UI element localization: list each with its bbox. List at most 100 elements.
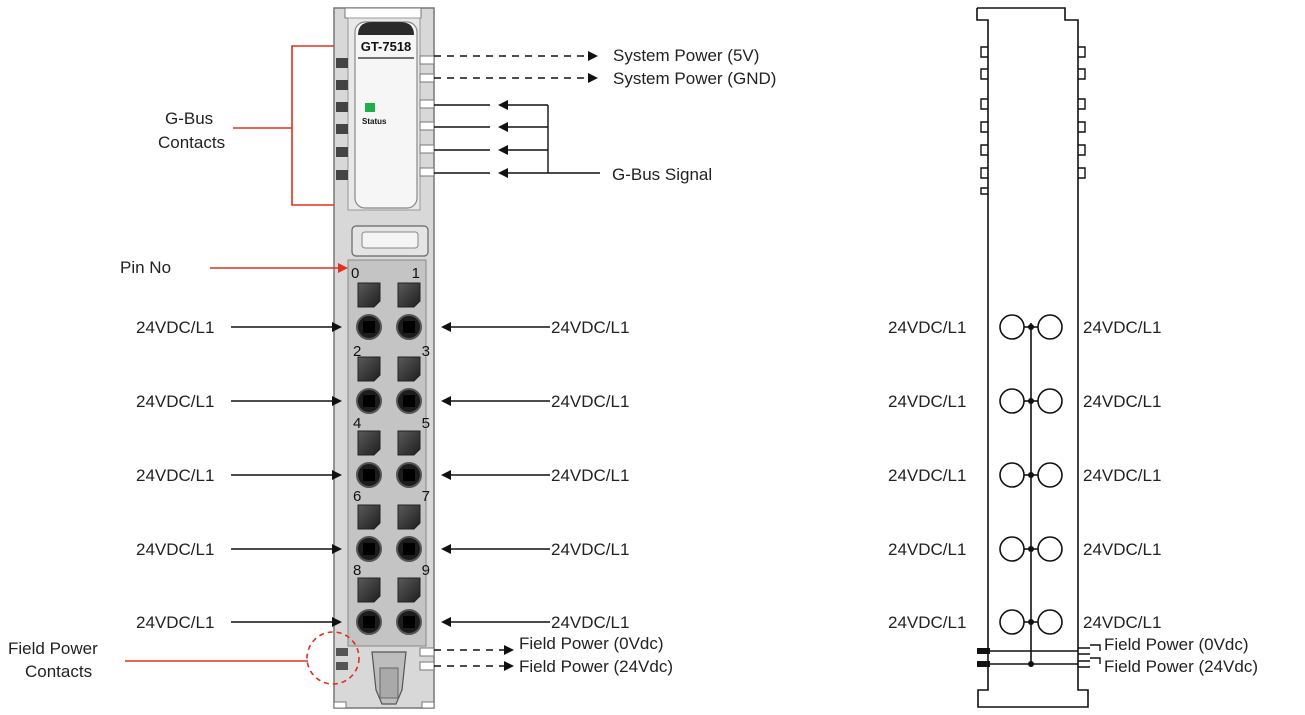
pin-number-7: 7 (422, 488, 430, 505)
terminal-row-right-label-0: 24VDC/L1 (551, 318, 629, 337)
schematic-row-right-label-2: 24VDC/L1 (1083, 466, 1161, 485)
gbus-contacts-bracket (291, 45, 334, 206)
release-opening-2-0 (357, 430, 381, 456)
terminal-row-right-label-4: 24VDC/L1 (551, 613, 629, 632)
terminal-screw-0-1 (403, 321, 415, 333)
release-opening-3-1 (397, 504, 421, 530)
schematic-terminal-left-0 (999, 314, 1025, 340)
schematic-terminal-right-4 (1037, 609, 1063, 635)
terminal-screw-3-0 (363, 543, 375, 555)
terminal-row-left-label-4: 24VDC/L1 (136, 613, 214, 632)
pin-number-9: 9 (422, 562, 430, 579)
field-power-contacts-circle (306, 631, 360, 685)
schematic-rows: 24VDC/L1 24VDC/L1 24VDC/L1 24VDC/L1 24VDC/L1… (888, 314, 1161, 635)
module-label-header (358, 22, 414, 35)
gbus-contacts-callout: G-Bus Contacts (158, 45, 334, 206)
gbus-contacts-label-2: Contacts (158, 133, 225, 152)
pin-number-0: 0 (351, 265, 359, 282)
gbus-signal-callout: G-Bus Signal (434, 100, 712, 184)
terminal-blocks (356, 282, 422, 635)
schematic-terminal-right-2 (1037, 462, 1063, 488)
schematic-row-left-label-2: 24VDC/L1 (888, 466, 966, 485)
system-power-gnd-label: System Power (GND) (613, 69, 776, 88)
schematic-notch-right-0 (1078, 46, 1086, 58)
gbus-signal-label: G-Bus Signal (612, 165, 712, 184)
terminal-row-right-label-3: 24VDC/L1 (551, 540, 629, 559)
schematic-fp-contact-2 (977, 661, 990, 667)
field-power-contacts-callout: Field Power Contacts (8, 631, 360, 685)
field-power-24vdc-label: Field Power (24Vdc) (519, 657, 673, 676)
schematic-notch-left-1 (980, 68, 988, 80)
gbus-contacts-right (419, 55, 435, 177)
schematic-row-right-label-1: 24VDC/L1 (1083, 392, 1161, 411)
schematic-terminal-left-3 (999, 536, 1025, 562)
schematic-notch-right-3 (1078, 121, 1086, 133)
schematic-row-right-label-4: 24VDC/L1 (1083, 613, 1161, 632)
terminal-screw-1-1 (403, 395, 415, 407)
terminal-row-left-label-0: 24VDC/L1 (136, 318, 214, 337)
terminal-row-left-label-1: 24VDC/L1 (136, 392, 214, 411)
schematic-junction-1 (1028, 398, 1034, 404)
terminal-screw-3-1 (403, 543, 415, 555)
release-opening-4-0 (357, 577, 381, 603)
schematic-notch-right-1 (1078, 68, 1086, 80)
schematic-notch-left-6 (980, 187, 988, 195)
schematic-junction-4 (1028, 619, 1034, 625)
pin-no-callout: Pin No (120, 258, 348, 277)
pin-number-6: 6 (353, 488, 361, 505)
schematic-terminal-right-1 (1037, 388, 1063, 414)
pin-number-3: 3 (422, 343, 430, 360)
schematic-row-left-label-0: 24VDC/L1 (888, 318, 966, 337)
terminal-screw-0-0 (363, 321, 375, 333)
schematic-notch-right-4 (1078, 144, 1086, 156)
schematic-junction-0 (1028, 324, 1034, 330)
pin-number-5: 5 (422, 415, 430, 432)
schematic-terminal-left-2 (999, 462, 1025, 488)
pin-number-4: 4 (353, 415, 361, 432)
schematic-notches (980, 46, 1086, 195)
schematic-row-right-label-0: 24VDC/L1 (1083, 318, 1161, 337)
schematic-notch-left-0 (980, 46, 988, 58)
schematic-notch-right-2 (1078, 98, 1086, 110)
terminal-screw-2-0 (363, 469, 375, 481)
release-opening-1-1 (397, 356, 421, 382)
pin-number-1: 1 (412, 265, 420, 282)
terminal-row-labels: 24VDC/L1 24VDC/L1 24VDC/L1 24VDC/L1 24VDC/L1… (136, 318, 629, 632)
system-power-callouts: System Power (5V) System Power (GND) (434, 46, 776, 88)
schematic-row-left-label-1: 24VDC/L1 (888, 392, 966, 411)
status-led (365, 103, 375, 112)
release-opening-4-1 (397, 577, 421, 603)
field-power-callouts: Field Power (0Vdc) Field Power (24Vdc) (434, 634, 673, 676)
terminal-screw-2-1 (403, 469, 415, 481)
schematic-row-right-label-3: 24VDC/L1 (1083, 540, 1161, 559)
release-opening-0-1 (397, 282, 421, 308)
field-power-0vdc-label: Field Power (0Vdc) (519, 634, 664, 653)
terminal-row-left-label-3: 24VDC/L1 (136, 540, 214, 559)
schematic-terminal-right-0 (1037, 314, 1063, 340)
schematic-field-power-24vdc-label: Field Power (24Vdc) (1104, 657, 1258, 676)
schematic-notch-left-2 (980, 98, 988, 110)
pin-no-label: Pin No (120, 258, 171, 277)
schematic-fp-contact-1 (977, 648, 990, 654)
schematic-terminal-right-3 (1037, 536, 1063, 562)
pin-number-2: 2 (353, 343, 361, 360)
gbus-contacts-label-1: G-Bus (165, 109, 213, 128)
schematic-junction-2 (1028, 472, 1034, 478)
schematic-notch-left-3 (980, 121, 988, 133)
terminal-row-right-label-2: 24VDC/L1 (551, 466, 629, 485)
field-power-contacts-label-2: Contacts (25, 662, 92, 681)
schematic-terminal-left-1 (999, 388, 1025, 414)
release-opening-2-1 (397, 430, 421, 456)
release-opening-1-0 (357, 356, 381, 382)
terminal-row-right-label-1: 24VDC/L1 (551, 392, 629, 411)
schematic-diagram: 24VDC/L1 24VDC/L1 24VDC/L1 24VDC/L1 24VDC/L1… (888, 7, 1258, 708)
schematic-junction-3 (1028, 546, 1034, 552)
terminal-screw-1-0 (363, 395, 375, 407)
terminal-row-left-label-2: 24VDC/L1 (136, 466, 214, 485)
schematic-field-power-0vdc-label: Field Power (0Vdc) (1104, 635, 1249, 654)
field-power-contacts-label-1: Field Power (8, 639, 98, 658)
terminal-screw-4-0 (363, 616, 375, 628)
status-label: Status (362, 117, 387, 126)
io-module: GT-7518 Status 0 1 2 3 (333, 7, 435, 709)
